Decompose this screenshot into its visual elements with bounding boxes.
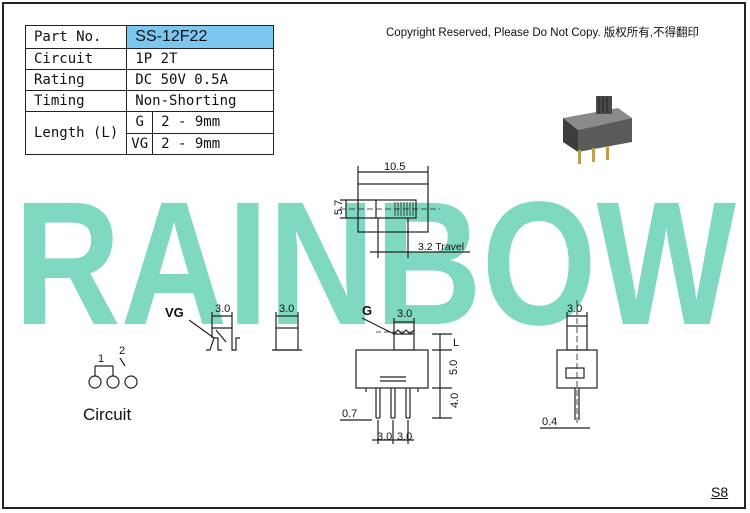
dim-pin-width: 0.7 [342, 408, 357, 420]
rainbow-watermark: RAINBOW [14, 166, 736, 362]
part-no-value: SS-12F22 [126, 25, 275, 49]
part-no-label: Part No. [24, 25, 128, 49]
dim-g: 3.0 [397, 308, 412, 320]
length-label: Length (L) [24, 111, 128, 155]
rating-value: DC 50V 0.5A [126, 69, 275, 91]
circuit-value: 1P 2T [126, 48, 275, 70]
dim-body-height: 5.0 [448, 360, 460, 375]
dim-top-width: 10.5 [384, 161, 405, 173]
top-view [340, 166, 470, 258]
spec-row-rating: Rating DC 50V 0.5A [24, 69, 275, 91]
dim-pin-length: 4.0 [449, 393, 461, 408]
spec-row-length-vg: VG 2 - 9mm [26, 132, 275, 155]
spec-row-circuit: Circuit 1P 2T [24, 48, 275, 70]
dim-vg-1: 3.0 [215, 303, 230, 315]
circuit-schematic [88, 357, 138, 389]
switch-photo [563, 96, 632, 164]
label-g: G [362, 303, 372, 318]
dim-pitch-1: 3.0 [377, 431, 392, 443]
dim-travel: 3.2 Travel [418, 241, 464, 253]
spec-row-length-g: Length (L) G 2 - 9mm [24, 111, 275, 155]
spec-row-timing: Timing Non-Shorting [24, 90, 275, 112]
spec-table: Part No. SS-12F22 Circuit 1P 2T Rating D… [24, 25, 275, 155]
spec-row-part-no: Part No. SS-12F22 [24, 25, 275, 49]
dim-side-width: 3.0 [567, 303, 582, 315]
sheet-id: S8 [711, 484, 729, 500]
circuit-caption: Circuit [83, 405, 131, 424]
rating-label: Rating [24, 69, 128, 91]
dim-pitch-2: 3.0 [397, 431, 412, 443]
circuit-pin-1: 1 [98, 353, 104, 365]
dim-top-height: 5.7 [333, 200, 345, 215]
label-l: L [453, 337, 459, 349]
vg-value: 2 - 9mm [152, 132, 275, 155]
front-view [340, 317, 452, 444]
vg-profile [188, 312, 302, 351]
dim-side-pin: 0.4 [542, 416, 557, 428]
timing-label: Timing [24, 90, 128, 112]
dim-vg-2: 3.0 [279, 303, 294, 315]
circuit-label: Circuit [24, 48, 128, 70]
g-label: G [126, 111, 154, 134]
copyright-notice: Copyright Reserved, Please Do Not Copy. … [386, 27, 699, 39]
side-view [540, 300, 598, 429]
circuit-pin-2: 2 [119, 345, 125, 357]
label-vg: VG [165, 305, 184, 320]
vg-label: VG [126, 132, 154, 155]
g-value: 2 - 9mm [152, 111, 275, 134]
timing-value: Non-Shorting [126, 90, 275, 112]
